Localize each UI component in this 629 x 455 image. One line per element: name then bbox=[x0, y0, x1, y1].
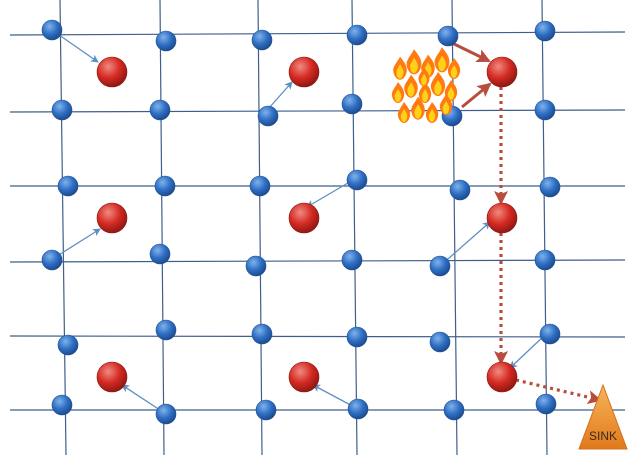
sensor-node bbox=[58, 335, 78, 355]
cluster-head bbox=[487, 57, 517, 87]
fire-icon bbox=[392, 47, 460, 123]
sensor-node bbox=[347, 170, 367, 190]
flame bbox=[448, 58, 460, 79]
sensor-node bbox=[536, 394, 556, 414]
link-arrow bbox=[307, 180, 353, 207]
sink-arrow bbox=[516, 380, 600, 400]
sensor-node bbox=[58, 176, 78, 196]
sensor-node bbox=[250, 176, 270, 196]
sensor-node bbox=[347, 327, 367, 347]
cluster-head bbox=[289, 362, 319, 392]
sensor-node bbox=[347, 25, 367, 45]
sensor-node bbox=[450, 180, 470, 200]
sensor-node bbox=[156, 31, 176, 51]
grid-line bbox=[10, 336, 625, 337]
event-path bbox=[450, 42, 600, 400]
flame bbox=[426, 102, 438, 123]
sensor-node bbox=[430, 332, 450, 352]
link-arrow bbox=[510, 334, 546, 368]
grid-line bbox=[60, 0, 66, 455]
flame bbox=[407, 49, 422, 74]
sensor-node bbox=[535, 100, 555, 120]
sensor-node bbox=[42, 250, 62, 270]
flame bbox=[398, 102, 410, 123]
sensor-node bbox=[156, 404, 176, 424]
flame bbox=[393, 57, 407, 80]
grid-line bbox=[352, 0, 357, 455]
grid-line bbox=[10, 32, 625, 35]
sensor-node bbox=[535, 250, 555, 270]
grid-line bbox=[258, 0, 262, 455]
sensor-node bbox=[150, 244, 170, 264]
sensor-node bbox=[348, 399, 368, 419]
sensor-node bbox=[540, 177, 560, 197]
flame bbox=[392, 82, 404, 103]
flame bbox=[404, 75, 418, 98]
cluster-head bbox=[487, 203, 517, 233]
cluster-head bbox=[97, 57, 127, 87]
sensor-node bbox=[444, 400, 464, 420]
link-arrow bbox=[54, 229, 100, 258]
grid-line bbox=[160, 0, 164, 455]
sink-label: SINK bbox=[589, 429, 617, 443]
sensor-node bbox=[42, 20, 62, 40]
sensor-node bbox=[155, 176, 175, 196]
event-arrow bbox=[462, 84, 490, 107]
sink: SINK bbox=[579, 385, 627, 449]
cluster-head bbox=[97, 203, 127, 233]
sensor-node bbox=[438, 26, 458, 46]
sensor-node bbox=[150, 100, 170, 120]
grid-line bbox=[10, 110, 625, 112]
sensor-node bbox=[540, 324, 560, 344]
sensor-node bbox=[430, 256, 450, 276]
cluster-head bbox=[97, 362, 127, 392]
sensor-node bbox=[252, 324, 272, 344]
flame bbox=[435, 47, 450, 72]
sensor-node bbox=[52, 100, 72, 120]
sensor-node bbox=[342, 250, 362, 270]
event-arrow bbox=[450, 42, 489, 61]
sensor-node bbox=[52, 395, 72, 415]
sensor-node bbox=[535, 21, 555, 41]
cluster-head bbox=[289, 57, 319, 87]
sensor-node bbox=[258, 106, 278, 126]
cluster-head bbox=[487, 362, 517, 392]
flame bbox=[431, 72, 445, 96]
grid-line bbox=[10, 260, 625, 262]
sensor-node bbox=[252, 30, 272, 50]
sensor-node bbox=[246, 256, 266, 276]
sensor-node bbox=[256, 400, 276, 420]
sensor-node bbox=[342, 94, 362, 114]
sensor-node bbox=[156, 320, 176, 340]
cluster-head bbox=[289, 203, 319, 233]
